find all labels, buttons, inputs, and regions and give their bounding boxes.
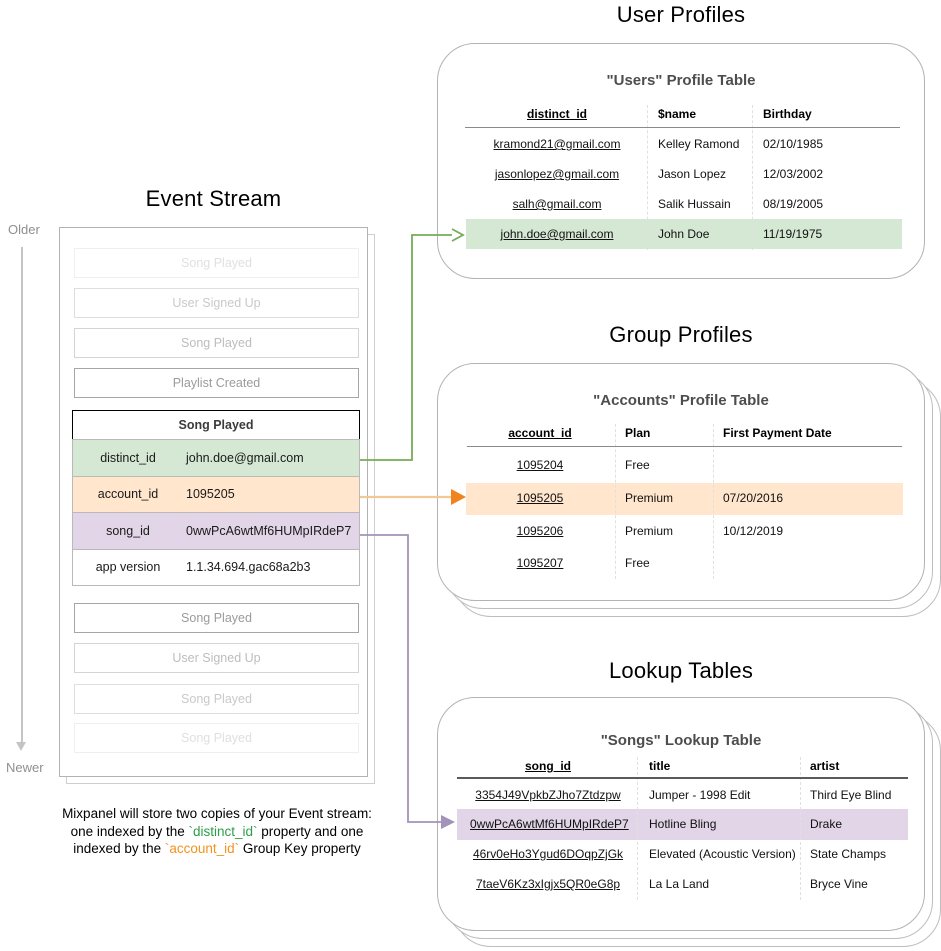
accounts-cell-payment: 10/12/2019 bbox=[723, 524, 784, 538]
songs-cell-artist: Bryce Vine bbox=[810, 877, 868, 891]
users-cell-birthday: 11/19/1975 bbox=[763, 227, 823, 241]
accounts-col-account-id: account_id bbox=[508, 426, 572, 440]
users-col-name: $name bbox=[658, 107, 697, 121]
songs-col-song-id: song_id bbox=[524, 759, 571, 773]
accounts-cell-plan: Premium bbox=[625, 491, 674, 505]
users-header-divider bbox=[465, 127, 900, 128]
users-cell-id: john.doe@gmail.com bbox=[500, 227, 614, 241]
property-value: 0wwPcA6wtMf6HUMpIRdeP7 bbox=[186, 523, 352, 538]
users-col-distinct-id: distinct_id bbox=[526, 107, 587, 121]
footer-caption: Mixpanel will store two copies of your E… bbox=[27, 805, 407, 858]
songs-col-title: title bbox=[649, 759, 671, 773]
property-key: account_id bbox=[97, 487, 159, 502]
newer-label: Newer bbox=[6, 760, 44, 775]
lookup-tables-title: Lookup Tables bbox=[608, 658, 754, 683]
songs-cell-id: 7taeV6Kz3xIgjx5QR0eG8p bbox=[475, 877, 621, 891]
songs-cell-title: Jumper - 1998 Edit bbox=[649, 788, 751, 802]
property-key: song_id bbox=[106, 523, 150, 538]
users-cell-birthday: 08/19/2005 bbox=[763, 197, 824, 211]
songs-cell-title: Elevated (Acoustic Version) bbox=[649, 847, 796, 861]
timeline-line bbox=[21, 247, 23, 742]
highlight-band-green bbox=[466, 219, 902, 249]
users-cell-id: kramond21@gmail.com bbox=[493, 137, 621, 151]
accounts-cell-payment: 07/20/2016 bbox=[723, 491, 784, 505]
column-separator bbox=[637, 757, 638, 900]
event-property-row-account-id: account_id 1095205 bbox=[72, 475, 360, 513]
accounts-cell-id: 1095204 bbox=[516, 458, 564, 472]
users-cell-name: Salik Hussain bbox=[658, 197, 731, 211]
column-separator bbox=[800, 757, 801, 900]
songs-table-title: "Songs" Lookup Table bbox=[600, 732, 762, 749]
caption-line-3: indexed by the `account_id` Group Key pr… bbox=[27, 840, 407, 858]
event-box: Song Played bbox=[74, 328, 359, 358]
users-cell-id: jasonlopez@gmail.com bbox=[494, 167, 620, 181]
column-separator bbox=[615, 424, 616, 579]
property-key: app version bbox=[95, 560, 161, 575]
event-property-row-app-version: app version 1.1.34.694.gac68a2b3 bbox=[72, 548, 360, 586]
property-key: distinct_id bbox=[100, 450, 156, 465]
older-label: Older bbox=[8, 222, 40, 237]
users-cell-name: Jason Lopez bbox=[658, 167, 727, 181]
songs-cell-artist: Third Eye Blind bbox=[810, 788, 892, 802]
users-cell-birthday: 12/03/2002 bbox=[763, 167, 824, 181]
accounts-table-title: "Accounts" Profile Table bbox=[593, 392, 769, 409]
songs-cell-id: 0wwPcA6wtMf6HUMpIRdeP7 bbox=[470, 817, 629, 831]
column-separator bbox=[752, 105, 753, 250]
songs-cell-artist: Drake bbox=[810, 817, 843, 831]
songs-header-divider bbox=[457, 777, 908, 779]
property-value: 1.1.34.694.gac68a2b3 bbox=[186, 560, 311, 575]
accounts-cell-id: 1095206 bbox=[516, 524, 564, 538]
caption-line-1: Mixpanel will store two copies of your E… bbox=[62, 806, 372, 821]
caption-text: indexed by the bbox=[73, 841, 165, 856]
highlight-band-orange bbox=[466, 483, 903, 515]
caption-text: property and one bbox=[257, 823, 364, 839]
users-col-birthday: Birthday bbox=[763, 107, 812, 121]
accounts-cell-id: 1095207 bbox=[516, 556, 564, 570]
highlight-band-purple bbox=[457, 809, 908, 840]
expanded-event-header: Song Played bbox=[72, 410, 360, 440]
songs-cell-title: La La Land bbox=[649, 877, 710, 891]
songs-cell-artist: State Champs bbox=[810, 847, 887, 861]
accounts-cell-plan: Premium bbox=[625, 524, 674, 538]
users-cell-name: John Doe bbox=[658, 227, 710, 241]
event-box: Playlist Created bbox=[74, 368, 359, 398]
songs-col-artist: artist bbox=[810, 759, 840, 773]
event-box: Song Played bbox=[74, 723, 359, 753]
accounts-col-plan: Plan bbox=[625, 426, 651, 440]
event-box: User Signed Up bbox=[74, 288, 359, 318]
songs-cell-id: 3354J49VpkbZJho7Ztdzpw bbox=[475, 788, 621, 802]
accounts-cell-id: 1095205 bbox=[516, 491, 564, 505]
accounts-cell-plan: Free bbox=[625, 556, 650, 570]
event-box: Song Played bbox=[74, 248, 359, 278]
account-id-code: `account_id` bbox=[164, 841, 240, 856]
expanded-event-properties: distinct_id john.doe@gmail.com account_i… bbox=[72, 439, 360, 586]
timeline-arrow-down-icon bbox=[16, 742, 26, 751]
group-profiles-title: Group Profiles bbox=[609, 322, 753, 347]
caption-text: one indexed by the bbox=[70, 823, 189, 839]
songs-cell-title: Hotline Bling bbox=[649, 817, 717, 831]
users-table-title: "Users" Profile Table bbox=[606, 72, 756, 89]
users-cell-name: Kelley Ramond bbox=[658, 137, 740, 151]
songs-cell-id: 46rv0eHo3Ygud6DOqpZjGk bbox=[472, 847, 624, 861]
event-property-row-distinct-id: distinct_id john.doe@gmail.com bbox=[72, 439, 360, 477]
event-box: Song Played bbox=[74, 603, 359, 633]
users-cell-birthday: 02/10/1985 bbox=[763, 137, 824, 151]
users-cell-id: salh@gmail.com bbox=[512, 197, 602, 211]
accounts-cell-plan: Free bbox=[625, 458, 650, 472]
accounts-col-first-payment: First Payment Date bbox=[723, 426, 832, 440]
accounts-header-divider bbox=[467, 446, 902, 447]
event-box: Song Played bbox=[74, 684, 359, 714]
caption-line-2: one indexed by the `distinct_id` propert… bbox=[27, 823, 407, 841]
property-value: john.doe@gmail.com bbox=[186, 450, 304, 465]
event-property-row-song-id: song_id 0wwPcA6wtMf6HUMpIRdeP7 bbox=[72, 512, 360, 550]
event-box: User Signed Up bbox=[74, 643, 359, 673]
property-value: 1095205 bbox=[186, 487, 235, 502]
accounts-profile-card bbox=[437, 363, 925, 601]
column-separator bbox=[647, 105, 648, 250]
caption-text: Group Key property bbox=[239, 841, 361, 856]
event-stream-title: Event Stream bbox=[145, 186, 282, 211]
user-profiles-title: User Profiles bbox=[616, 2, 746, 27]
distinct-id-code: `distinct_id` bbox=[188, 823, 258, 839]
column-separator bbox=[713, 424, 714, 579]
